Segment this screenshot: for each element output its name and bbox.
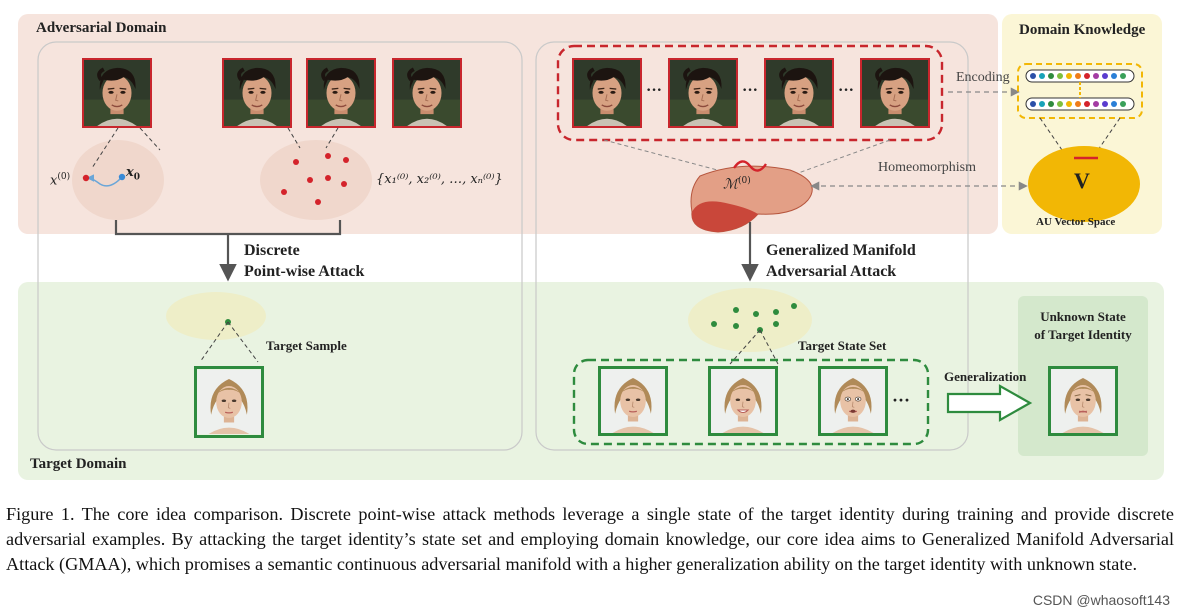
manifold-curve [733,160,767,172]
x-symbol: x [50,173,58,189]
adversarial-faces-box [556,44,944,142]
source-face-2 [306,58,376,128]
discrete-set-ellipse [260,140,372,220]
discrete-attack-label-line1: Discrete [244,242,300,259]
target-sample-face [194,366,264,438]
x0-subscript: 0 [133,172,141,183]
x-superscript: (0) [57,172,71,182]
domain-knowledge-label: Domain Knowledge [1019,22,1146,38]
perturbation-path [86,174,123,187]
discrete-set-points [281,153,349,205]
encoding-label: Encoding [956,70,1010,85]
gmaa-label: Generalized Manifold Adversarial Attack [766,240,916,282]
source-face-single [82,58,152,128]
adversarial-face-1 [572,58,642,128]
target-domain-label: Target Domain [30,456,127,472]
target-state-box [572,358,930,446]
target-sample-ellipse [166,292,266,340]
gmaa-label-line1: Generalized Manifold [766,242,916,259]
au-vector-dots [1030,73,1126,107]
target-state-face-smile [708,366,778,436]
target-state-face-neutral [598,366,668,436]
unknown-state-line1: Unknown State [1040,309,1126,324]
adversarial-example-label: x(0) [50,172,70,188]
adversarial-face-4 [860,58,930,128]
manifold-label: ℳ(0) [723,176,751,193]
v-label: V [1074,168,1090,193]
target-state-ellipse [688,288,812,352]
manifold-symbol: ℳ [723,176,738,193]
unknown-state-face [1048,366,1118,436]
discrete-attack-label-line2: Point-wise Attack [244,263,365,280]
au-vector-space-label: AU Vector Space [1036,216,1116,228]
target-state-face-fear [818,366,888,436]
x0-symbol: x [126,165,134,180]
ellipsis-4: ··· [892,390,911,410]
watermark: CSDN @whaosoft143 [1032,592,1170,608]
target-state-set-label: Target State Set [798,338,887,353]
discrete-set-label: {x₁⁽⁰⁾, x₂⁽⁰⁾, …, xₙ⁽⁰⁾} [376,172,503,187]
unknown-state-label: Unknown State of Target Identity [1022,308,1144,344]
ellipsis-3: ··· [838,82,855,99]
adversarial-face-3 [764,58,834,128]
adversarial-point [82,174,90,182]
source-face-3 [392,58,462,128]
discrete-attack-label: Discrete Point-wise Attack [244,240,364,282]
target-sample-label: Target Sample [266,338,347,353]
right-panel-outline [535,41,969,451]
ellipsis-2: ··· [742,82,759,99]
gmaa-label-line2: Adversarial Attack [766,263,897,280]
adversarial-face-2 [668,58,738,128]
manifold-superscript: (0) [737,176,751,186]
figure: Adversarial Domain Target Domain Domain … [18,14,1164,480]
original-example-label: x0 [126,165,140,183]
left-panel-outline [37,41,523,451]
generalization-label: Generalization [944,369,1027,384]
adversarial-domain-label: Adversarial Domain [36,20,167,36]
original-point [118,173,126,181]
generalization-arrow [946,384,1033,422]
unknown-state-line2: of Target Identity [1034,327,1132,342]
figure-caption: Figure 1. The core idea comparison. Disc… [6,504,1174,574]
homeomorphism-label: Homeomorphism [878,160,976,175]
ellipsis-1: ··· [646,82,663,99]
au-vector-space-ellipse [1028,146,1140,222]
source-face-1 [222,58,292,128]
au-vector-box [1017,63,1143,119]
